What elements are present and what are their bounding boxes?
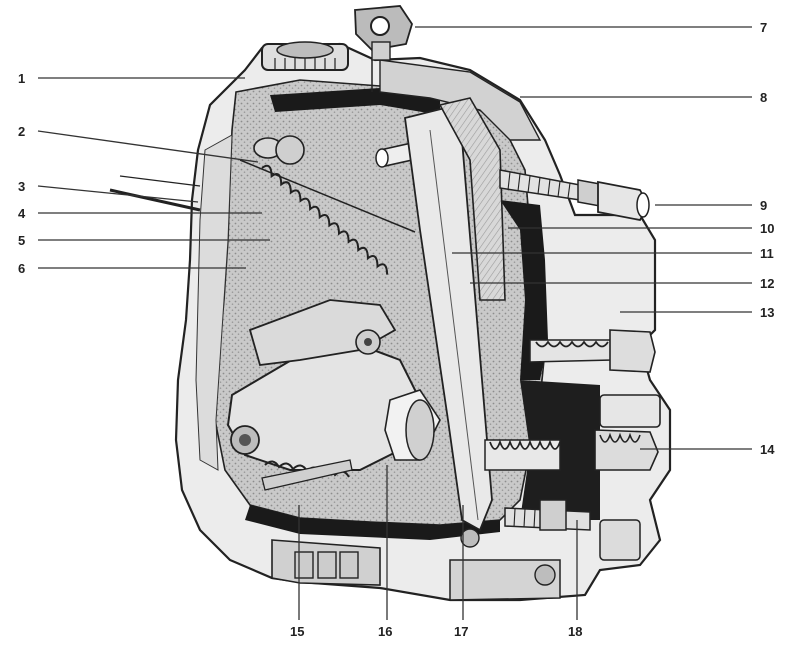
torque-control-spring <box>484 394 661 471</box>
callout-4: 4 <box>18 206 26 221</box>
callout-15: 15 <box>290 624 304 639</box>
idle-spring-assembly <box>529 329 656 373</box>
callout-8: 8 <box>760 90 767 105</box>
callout-18: 18 <box>568 624 582 639</box>
eyelet-bolt <box>354 5 413 61</box>
filler-cap <box>261 41 349 71</box>
callout-7: 7 <box>760 20 767 35</box>
full-load-adjusting-screw <box>499 169 650 222</box>
callout-17: 17 <box>454 624 468 639</box>
callout-labels: 1 2 3 4 5 6 7 8 9 10 11 12 13 14 15 16 1… <box>18 20 775 639</box>
callout-13: 13 <box>760 305 774 320</box>
callout-12: 12 <box>760 276 774 291</box>
lever-shaft <box>109 175 201 212</box>
callout-11: 11 <box>760 246 774 261</box>
callout-9: 9 <box>760 198 767 213</box>
leader-lines <box>37 26 752 620</box>
callout-6: 6 <box>18 261 25 276</box>
callout-16: 16 <box>378 624 392 639</box>
callout-3: 3 <box>18 179 25 194</box>
starting-lever <box>438 97 506 301</box>
callout-1: 1 <box>18 71 25 86</box>
callout-2: 2 <box>18 124 25 139</box>
idle-adjusting-screw <box>504 499 591 531</box>
flyweight-assembly <box>226 299 441 471</box>
callout-14: 14 <box>760 442 775 457</box>
callout-10: 10 <box>760 221 774 236</box>
governor-spring <box>239 135 416 275</box>
lower-spring <box>261 459 353 491</box>
callout-5: 5 <box>18 233 25 248</box>
